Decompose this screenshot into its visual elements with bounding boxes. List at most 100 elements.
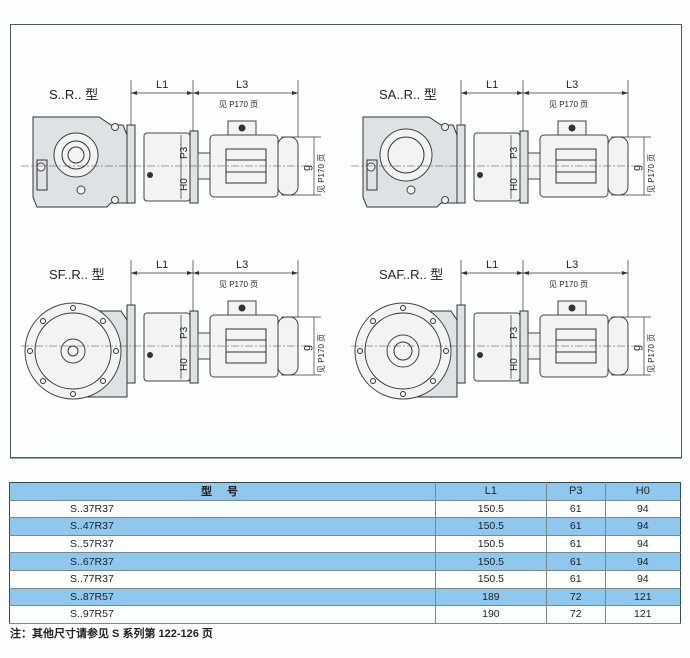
cell-h0: 94 xyxy=(604,552,681,571)
dim-p3-label: P3 xyxy=(509,146,520,159)
flange-bolt-hole xyxy=(100,378,106,384)
dim-l1-label: L1 xyxy=(156,259,168,271)
dim-g-label: g xyxy=(631,345,643,351)
drawing-type-label: SF..R.. 型 xyxy=(49,267,105,282)
adapter-plug xyxy=(477,172,483,178)
adapter-plug xyxy=(147,352,153,358)
flange-bolt-hole xyxy=(430,318,436,324)
cell-l1: 150.5 xyxy=(434,500,547,518)
terminal-box-screw xyxy=(238,124,246,132)
cell-model: S..67R37 xyxy=(9,552,436,571)
see-page-note-vertical: 见 P170 页 xyxy=(647,154,656,193)
cell-h0: 94 xyxy=(604,517,681,536)
cell-model: S..77R37 xyxy=(70,573,114,586)
dim-l1-label: L1 xyxy=(156,79,168,91)
header-h0: H0 xyxy=(604,482,681,501)
bolt xyxy=(366,162,376,172)
dim-l3-label: L3 xyxy=(236,79,248,91)
adapter-flange xyxy=(189,130,199,204)
flange-inner xyxy=(34,312,112,390)
bolt xyxy=(441,196,449,204)
see-page-note: 见 P170 页 xyxy=(219,280,258,289)
dim-l3-label: L3 xyxy=(236,259,248,271)
see-page-note: 见 P170 页 xyxy=(219,100,258,109)
see-page-note-vertical: 见 P170 页 xyxy=(317,334,326,373)
cell-model: S..47R37 xyxy=(9,517,436,536)
terminal-box-screw xyxy=(568,304,576,312)
shaft-bore xyxy=(393,341,413,361)
gearbox-flange-plate xyxy=(126,304,136,384)
cell-h0: 121 xyxy=(604,605,681,624)
output-shaft xyxy=(60,338,86,364)
flange-bolt-hole xyxy=(27,348,33,354)
cell-p3: 61 xyxy=(545,552,606,571)
header-l1: L1 xyxy=(434,482,547,501)
dim-g-label: g xyxy=(301,165,313,171)
adapter-plug xyxy=(477,352,483,358)
flange-bolt-hole xyxy=(430,378,436,384)
header-model: 型 号 xyxy=(9,482,436,501)
terminal-box-screw xyxy=(238,304,246,312)
dim-p3-label: P3 xyxy=(179,326,190,339)
adapter-flange xyxy=(519,310,529,384)
cell-model: S..57R37 xyxy=(70,538,114,551)
gearbox-flange-plate xyxy=(456,304,466,384)
dim-h0-label: H0 xyxy=(179,358,190,371)
dim-l3-label: L3 xyxy=(566,79,578,91)
output-shaft-housing xyxy=(53,132,99,178)
cell-h0: 94 xyxy=(604,535,681,553)
flange-bolt-hole xyxy=(443,348,449,354)
cell-p3: 61 xyxy=(545,535,606,553)
gearbox-flange-plate xyxy=(126,124,136,204)
cell-p3: 61 xyxy=(545,500,606,518)
output-shaft xyxy=(386,334,420,368)
dim-g-label: g xyxy=(631,165,643,171)
flange-bolt-hole xyxy=(370,318,376,324)
flange-bolt-hole xyxy=(70,305,76,311)
cell-model: S..37R37 xyxy=(70,502,114,515)
cell-p3: 61 xyxy=(545,570,606,589)
cell-p3: 61 xyxy=(545,517,606,536)
cell-model: S..87R57 xyxy=(9,588,436,606)
footnote: 注：其他尺寸请参见 S 系列第 122-126 页 xyxy=(10,628,213,640)
flange-bolt-hole xyxy=(113,348,119,354)
hollow-shaft xyxy=(387,136,425,174)
adapter-flange xyxy=(189,310,199,384)
cell-h0: 121 xyxy=(604,588,681,606)
cell-l1: 190 xyxy=(434,605,547,624)
see-page-note-vertical: 见 P170 页 xyxy=(647,334,656,373)
cell-model: S..97R57 xyxy=(70,608,114,621)
flange-bolt-hole xyxy=(370,378,376,384)
flange-bolt-hole xyxy=(357,348,363,354)
cell-p3: 72 xyxy=(545,605,606,624)
cell-l1: 150.5 xyxy=(434,552,547,571)
dim-g-label: g xyxy=(301,345,313,351)
flange-bolt-hole xyxy=(70,391,76,397)
dim-h0-label: H0 xyxy=(509,358,520,371)
cell-h0: 94 xyxy=(604,570,681,589)
drawing-type-label: S..R.. 型 xyxy=(49,87,98,102)
cell-l1: 150.5 xyxy=(434,570,547,589)
dim-p3-label: P3 xyxy=(179,146,190,159)
cell-l1: 189 xyxy=(434,588,547,606)
flange-inner xyxy=(364,312,442,390)
adapter-plug xyxy=(147,172,153,178)
cell-l1: 150.5 xyxy=(434,517,547,536)
flange-bolt-hole xyxy=(100,318,106,324)
bolt xyxy=(111,196,119,204)
dim-l3-label: L3 xyxy=(566,259,578,271)
cell-l1: 150.5 xyxy=(434,535,547,553)
housing-detail xyxy=(366,159,378,191)
housing-detail xyxy=(36,159,48,191)
